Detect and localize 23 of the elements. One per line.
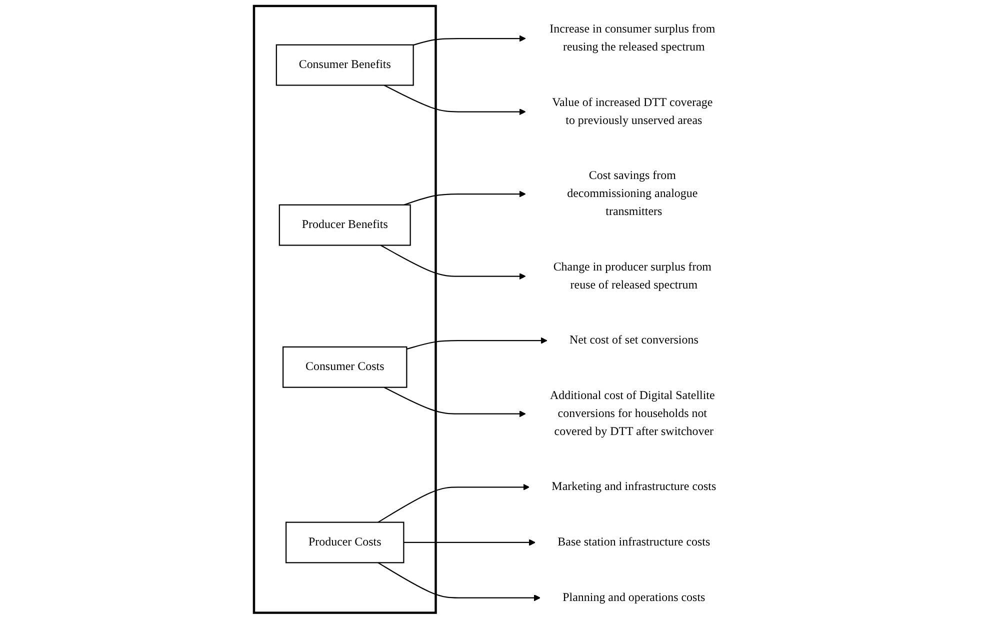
arrow [380, 244, 526, 280]
node-text: Cost savings from decommissioning analogue transmitters [567, 169, 698, 218]
node-text: Base station infrastructure costs [558, 536, 710, 548]
arrow [414, 35, 526, 46]
arrow [384, 84, 526, 116]
arrow [378, 484, 530, 523]
arrow [378, 562, 541, 602]
node-text: Additional cost of Digital Satellite conversions for households not covered by DTT after switchover [550, 389, 716, 438]
node-text: Marketing and infrastructure costs [552, 480, 716, 494]
node-box: Consumer Costs [282, 346, 408, 388]
arrow [406, 337, 548, 350]
node-box: Producer Benefits [279, 204, 412, 246]
arrow [404, 539, 536, 546]
node-text: Change in producer surplus from reuse of released spectrum [554, 260, 712, 292]
arrow [404, 190, 526, 206]
node-text: Increase in consumer surplus from reusing the released spectrum [550, 22, 716, 54]
node-text: Net cost of set conversions [570, 334, 699, 347]
node-box: Producer Costs [286, 522, 405, 564]
node-box: Consumer Benefits [276, 44, 414, 86]
cluster [253, 4, 438, 614]
node-text: Value of increased DTT coverage to previously unserved areas [552, 96, 714, 127]
arrow [384, 386, 526, 418]
node-text: Planning and operations costs [562, 591, 706, 604]
